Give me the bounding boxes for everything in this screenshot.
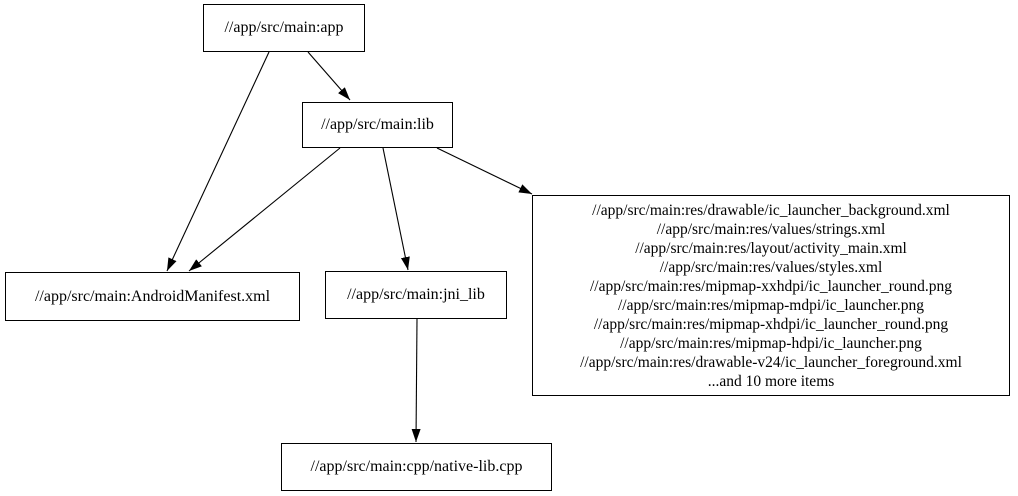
resource-item: //app/src/main:res/values/styles.xml xyxy=(659,258,883,276)
resource-item: //app/src/main:res/mipmap-xhdpi/ic_launc… xyxy=(593,315,949,333)
edge-lib-to-resources xyxy=(436,147,533,195)
edge-lib-to-jni-lib xyxy=(382,147,410,271)
node-resources-filegroup: //app/src/main:res/drawable/ic_launcher_… xyxy=(532,195,1010,396)
resource-item: //app/src/main:res/drawable-v24/ic_launc… xyxy=(580,353,962,371)
edge-jni-lib-to-native-lib-cpp xyxy=(411,318,421,443)
node-native-lib-cpp: //app/src/main:cpp/native-lib.cpp xyxy=(281,443,552,491)
resource-item: //app/src/main:res/mipmap-mdpi/ic_launch… xyxy=(617,296,925,314)
edge-lib-to-androidmanifest xyxy=(188,147,341,272)
node-androidmanifest-xml: //app/src/main:AndroidManifest.xml xyxy=(5,272,300,321)
edge-app-to-androidmanifest xyxy=(166,51,270,272)
resource-item: //app/src/main:res/mipmap-hdpi/ic_launch… xyxy=(620,334,922,352)
resource-item: //app/src/main:res/drawable/ic_launcher_… xyxy=(592,201,950,219)
resource-item: //app/src/main:res/layout/activity_main.… xyxy=(635,239,907,257)
edge-app-to-lib xyxy=(307,51,351,101)
resource-item: //app/src/main:res/mipmap-xxhdpi/ic_laun… xyxy=(589,277,952,295)
node-lib: //app/src/main:lib xyxy=(302,102,453,148)
node-app: //app/src/main:app xyxy=(203,4,365,52)
resource-item: //app/src/main:res/values/strings.xml xyxy=(656,220,886,238)
resource-more-items: ...and 10 more items xyxy=(707,372,835,390)
node-jni-lib: //app/src/main:jni_lib xyxy=(325,271,507,319)
